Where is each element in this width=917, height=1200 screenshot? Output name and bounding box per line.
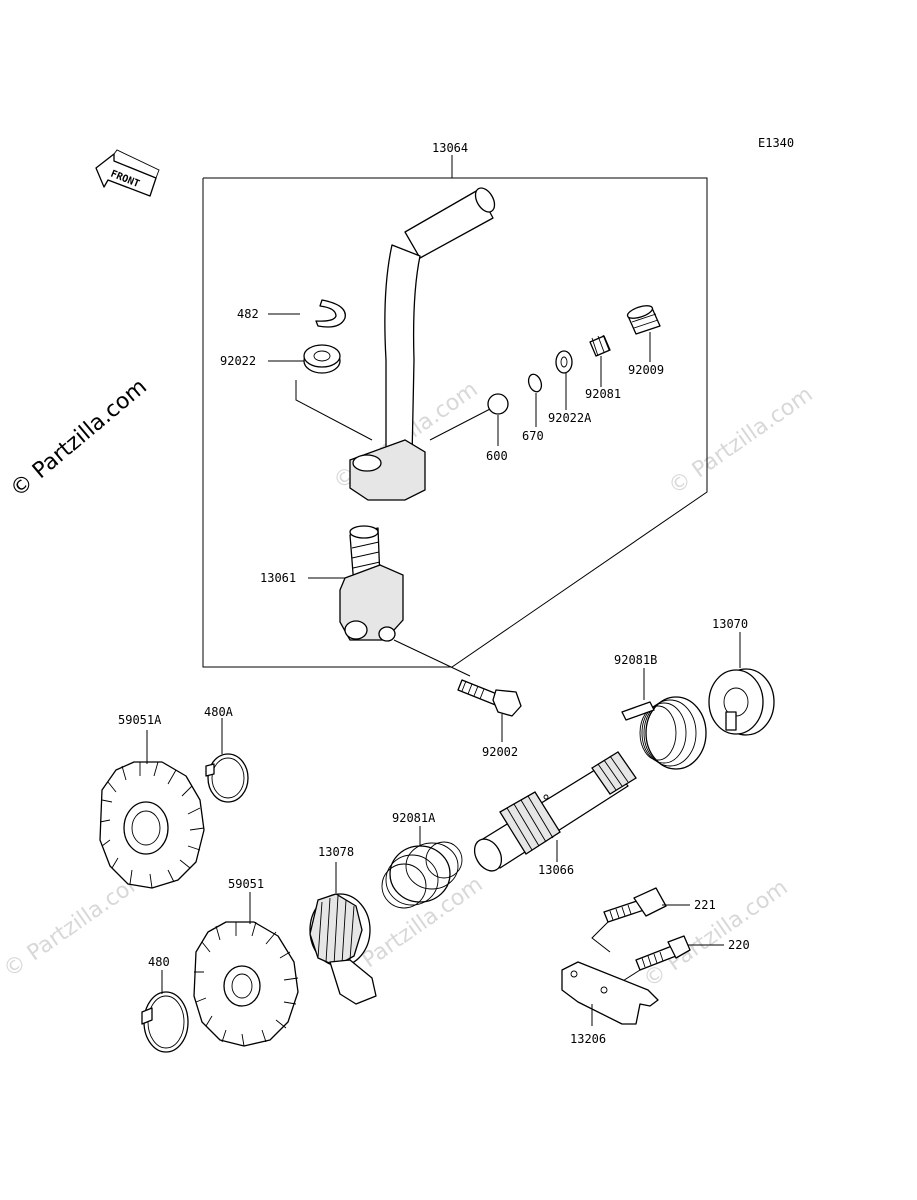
part-label-482: 482 <box>237 307 259 321</box>
part-label-13064: 13064 <box>432 141 468 155</box>
screw-221 <box>603 887 667 923</box>
kick-lever <box>349 187 496 501</box>
diagram-code: E1340 <box>758 136 794 150</box>
part-label-13066: 13066 <box>538 863 574 877</box>
ring-670 <box>527 373 543 393</box>
gear-59051 <box>193 921 299 1047</box>
bolt-92002 <box>457 679 522 717</box>
part-label-92022: 92022 <box>220 354 256 368</box>
spring-92081a <box>381 841 463 909</box>
part-label-92022a: 92022A <box>548 411 592 425</box>
circlip-480 <box>141 991 189 1053</box>
part-label-480: 480 <box>148 955 170 969</box>
watermark: © Partzilla.com <box>639 875 792 993</box>
part-label-220: 220 <box>728 938 750 952</box>
copyright-watermark: © Partzilla.com <box>6 374 152 502</box>
ball-600 <box>487 393 509 415</box>
part-label-92002: 92002 <box>482 745 518 759</box>
circlip-480a <box>205 753 249 803</box>
part-label-13078: 13078 <box>318 845 354 859</box>
part-label-92009: 92009 <box>628 363 664 377</box>
shaft-arm-13061 <box>339 525 404 642</box>
part-label-600: 600 <box>486 449 508 463</box>
circlip-482 <box>315 299 346 328</box>
ratchet-gear-13078 <box>309 893 377 1005</box>
part-label-221: 221 <box>694 898 716 912</box>
collar-13070 <box>708 668 775 736</box>
part-label-13061: 13061 <box>260 571 296 585</box>
part-label-480a: 480A <box>204 705 234 719</box>
spring-92081 <box>589 334 611 357</box>
watermark: © Partzilla.com <box>664 382 817 500</box>
assembly-box <box>202 177 708 668</box>
washer-92022a <box>555 350 573 374</box>
part-label-92081: 92081 <box>585 387 621 401</box>
torsion-spring-92081b <box>621 696 707 770</box>
part-label-92081b: 92081B <box>614 653 657 667</box>
plug-92009 <box>626 305 661 335</box>
part-label-13070: 13070 <box>712 617 748 631</box>
part-label-92081a: 92081A <box>392 811 436 825</box>
washer-92022 <box>303 344 341 374</box>
screw-220 <box>635 935 691 971</box>
front-arrow-icon: FRONT <box>95 149 160 197</box>
gear-59051a <box>99 761 205 889</box>
plate-13206 <box>561 961 659 1025</box>
part-label-59051a: 59051A <box>118 713 162 727</box>
part-label-59051: 59051 <box>228 877 264 891</box>
part-label-670: 670 <box>522 429 544 443</box>
part-label-13206: 13206 <box>570 1032 606 1046</box>
kick-shaft-13066 <box>473 751 637 872</box>
